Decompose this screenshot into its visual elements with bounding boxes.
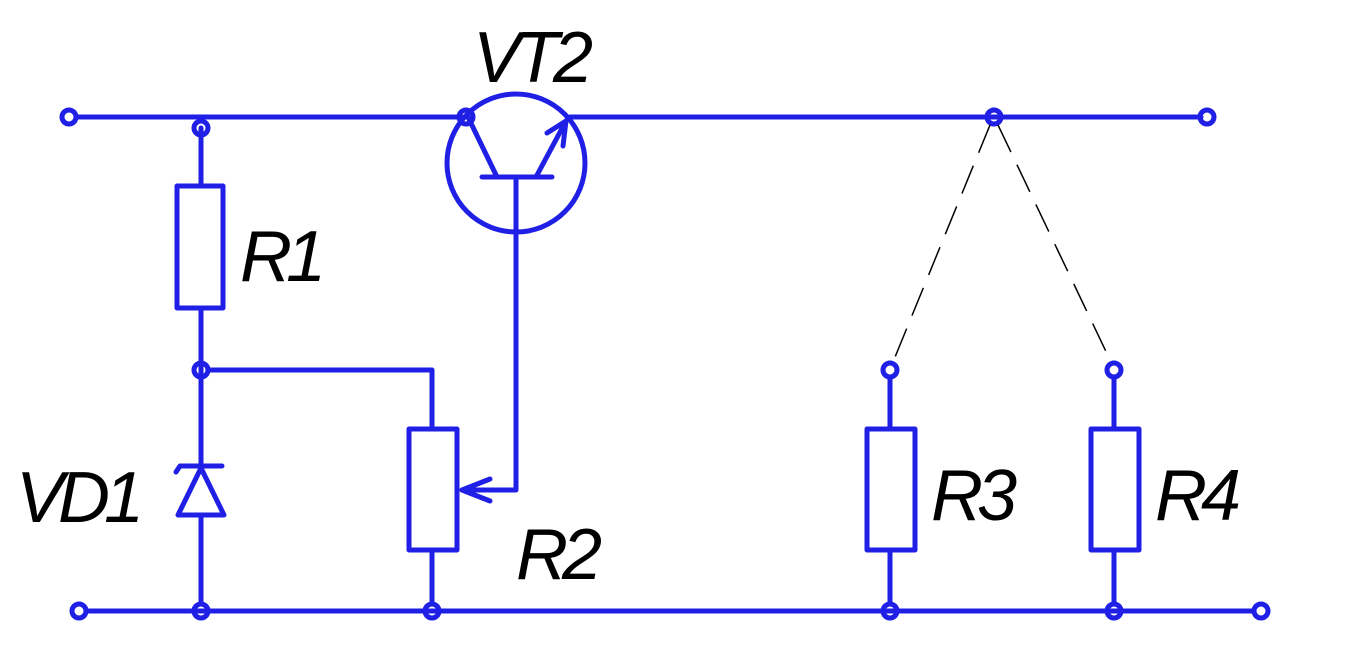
label-r3: R3 (931, 456, 1017, 536)
label-vd1: VD1 (16, 458, 138, 538)
junction-node-switch-pivot (984, 107, 1004, 127)
junction-node-r1-vd1 (191, 360, 211, 380)
resistor-r1-body (174, 183, 226, 311)
transistor-vt2-collector (465, 114, 500, 180)
resistor-r4-body (1088, 426, 1142, 553)
zener-diode-vd1-body (175, 465, 227, 518)
output-terminal-bottom (1251, 601, 1271, 621)
junction-node-vt2-collector (456, 107, 476, 127)
input-terminal-top (59, 107, 79, 127)
label-r2: R2 (516, 515, 601, 595)
junction-node-vd1-bottom (191, 601, 211, 621)
switch-contact-r4 (1104, 360, 1124, 380)
label-r1: R1 (240, 217, 320, 297)
r1-to-r2-wire (205, 367, 435, 432)
transistor-vt2-emitter (533, 118, 569, 180)
resistor-r2-body (406, 426, 460, 553)
base-to-wiper-wire (459, 174, 519, 493)
transistor-vt2-emitter-arrow (544, 118, 569, 149)
switch-contact-r3 (880, 360, 900, 380)
label-vt2: VT2 (473, 18, 592, 98)
output-terminal-top (1197, 107, 1217, 127)
resistor-r3-body (864, 426, 918, 553)
label-r4: R4 (1155, 456, 1239, 536)
input-terminal-bottom (69, 601, 89, 621)
junction-node-r2-bottom (422, 601, 442, 621)
r2-wiper-arrow (459, 476, 493, 504)
switch-link-to-r3 (892, 124, 991, 363)
junction-node-r1-top (191, 118, 211, 138)
zener-diode-vd1-cathode-bar (173, 463, 225, 475)
junction-node-r3-bottom (880, 601, 900, 621)
junction-node-r4-bottom (1104, 601, 1124, 621)
switch-link-to-r4 (997, 124, 1112, 363)
